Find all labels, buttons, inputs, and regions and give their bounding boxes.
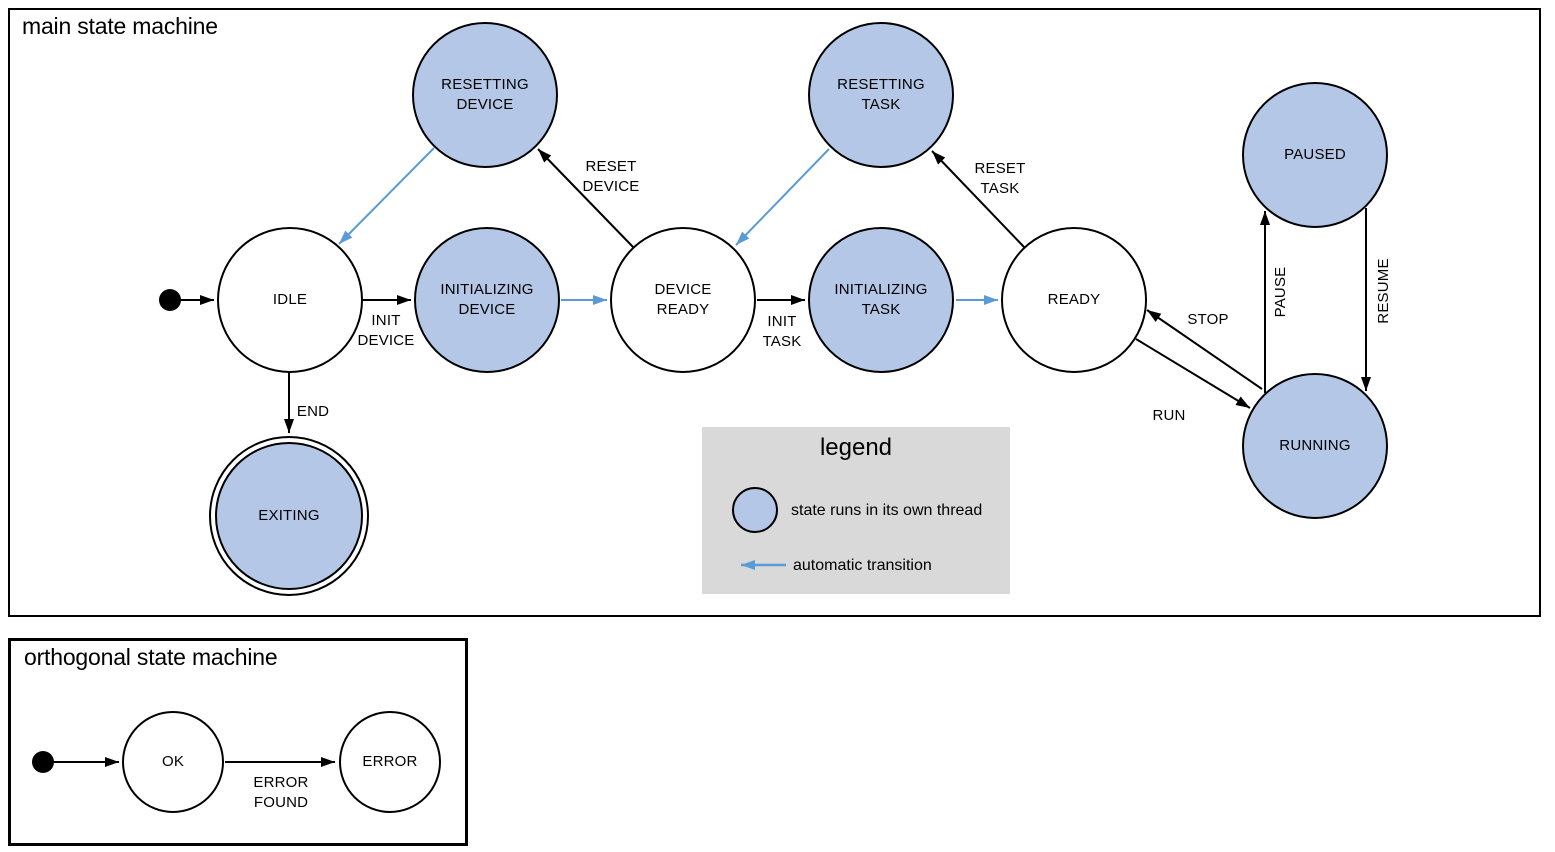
orthogonal-machine-title: orthogonal state machine [24, 644, 278, 670]
state-idle: IDLE [217, 227, 363, 373]
state-ready: READY [1001, 227, 1147, 373]
threaded-state-swatch-icon [732, 487, 778, 533]
state-running: RUNNING [1242, 373, 1388, 519]
label-stop: STOP [1187, 310, 1229, 328]
label-reset-task: RESET TASK [974, 159, 1026, 197]
legend-title: legend [819, 434, 893, 461]
legend-threaded-label: state runs in its own thread [791, 502, 983, 519]
state-ok: OK [122, 711, 224, 813]
ortho-initial-state-dot [32, 751, 54, 773]
legend-box: legend state runs in its own thread auto… [702, 427, 1010, 594]
label-pause: PAUSE [1271, 266, 1289, 318]
label-init-task: INIT TASK [762, 312, 802, 350]
label-resume: RESUME [1374, 258, 1392, 324]
main-machine-title: main state machine [22, 13, 218, 39]
label-end: END [296, 402, 330, 420]
state-exiting: EXITING [215, 442, 363, 590]
state-paused: PAUSED [1242, 82, 1388, 228]
state-resetting-device: RESETTING DEVICE [412, 22, 558, 168]
state-device-ready: DEVICE READY [610, 227, 756, 373]
initial-state-dot [159, 289, 181, 311]
label-run: RUN [1152, 406, 1186, 424]
legend-automatic-label: automatic transition [793, 557, 932, 574]
main-state-machine-frame [8, 8, 1541, 617]
state-error: ERROR [339, 711, 441, 813]
label-reset-device: RESET DEVICE [582, 157, 640, 195]
label-init-device: INIT DEVICE [357, 311, 415, 349]
final-state-ring: EXITING [209, 436, 369, 596]
state-initializing-task: INITIALIZING TASK [808, 227, 954, 373]
state-resetting-task: RESETTING TASK [808, 22, 954, 168]
orthogonal-state-machine-frame [8, 638, 468, 846]
state-initializing-device: INITIALIZING DEVICE [414, 227, 560, 373]
label-error-found: ERROR FOUND [253, 773, 309, 811]
